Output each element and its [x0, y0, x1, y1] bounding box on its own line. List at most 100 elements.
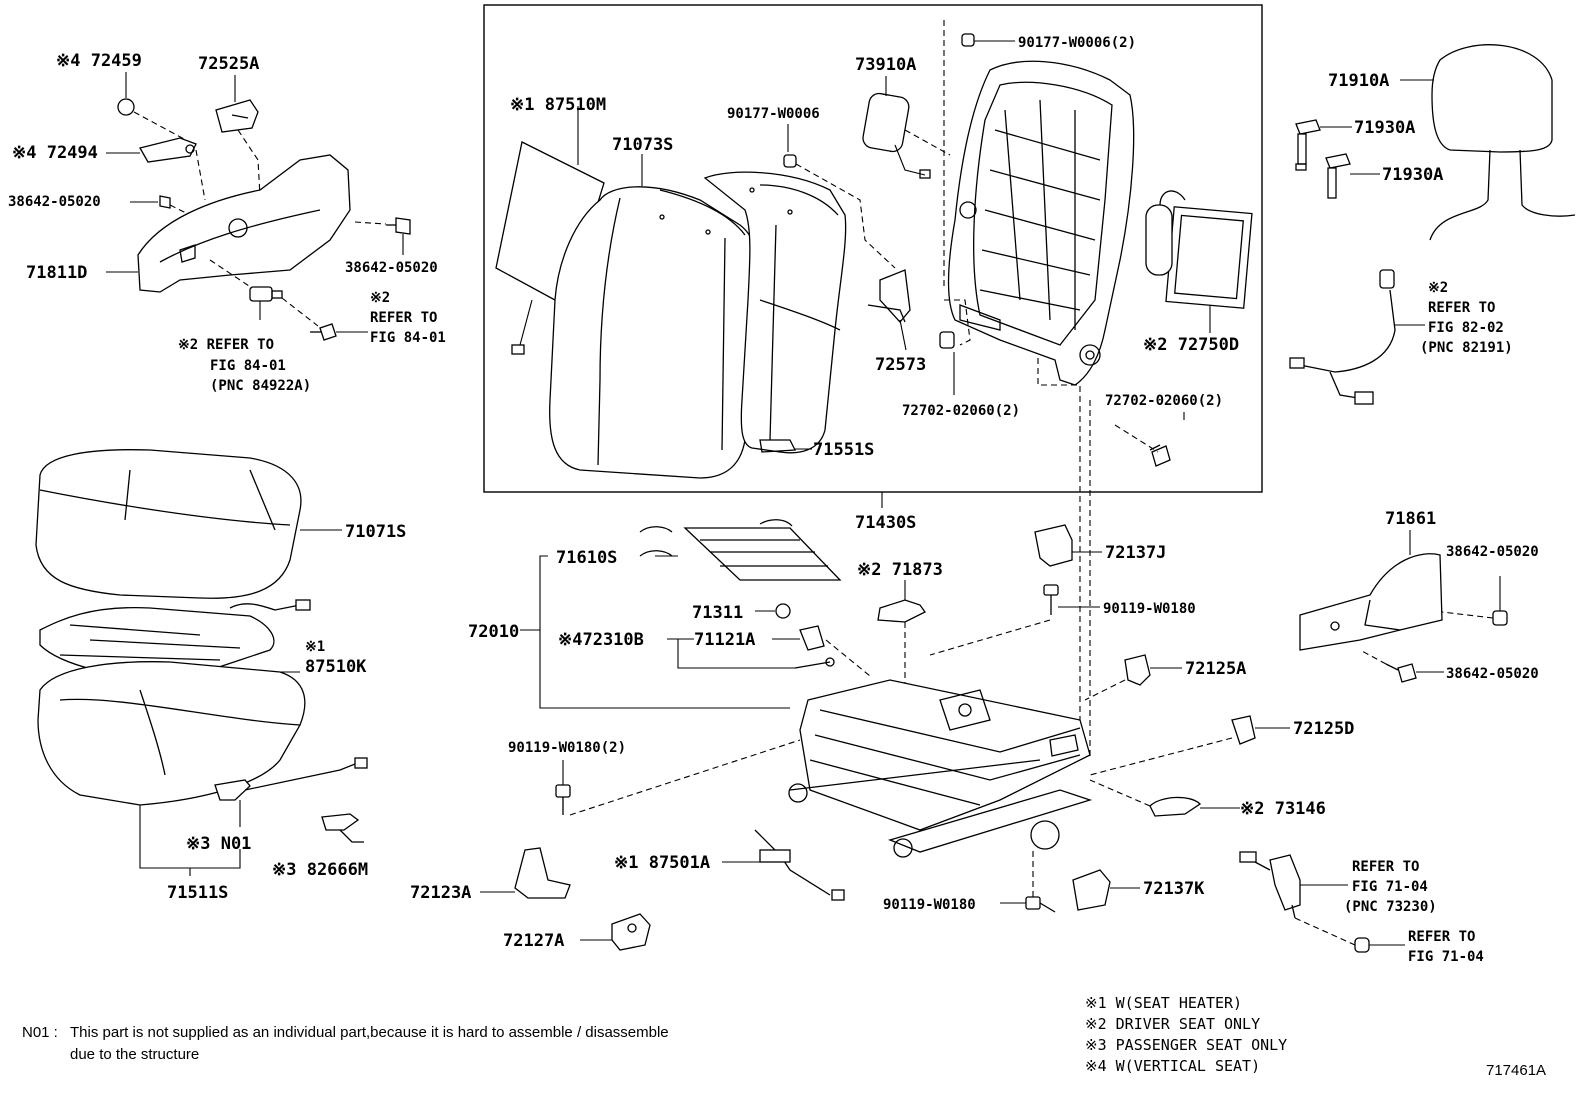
label-ref8401-2: FIG 84-01 — [210, 358, 286, 374]
seatback-assembly-frame — [483, 4, 1263, 493]
bolt-72702-a — [939, 331, 955, 349]
label-ref8202-2: FIG 82-02 — [1428, 320, 1504, 336]
seat-heater-87510k — [39, 599, 311, 681]
harness-87501a — [754, 829, 845, 901]
label-71511s: 71511S — [167, 883, 228, 903]
figure-number: 717461A — [1486, 1062, 1547, 1079]
cover-72137k — [1072, 869, 1111, 911]
seat-cushion-pad — [37, 661, 306, 806]
label-72702-b: 72702-02060(2) — [1105, 393, 1223, 409]
cover-72123a — [514, 847, 571, 899]
seatback-frame — [947, 60, 1135, 386]
label-72459: ※4 72459 — [56, 51, 142, 71]
label-87510k-0: ※1 — [305, 639, 325, 655]
screw-38642-b — [386, 217, 411, 235]
label-87510m: ※1 87510M — [510, 95, 606, 115]
label-71430s: 71430S — [855, 513, 916, 533]
nut-90177-top — [961, 33, 975, 47]
note-4: ※4 W(VERTICAL SEAT) — [1085, 1057, 1260, 1075]
label-72127a: 72127A — [503, 931, 564, 951]
label-71930a-1: 71930A — [1354, 118, 1415, 138]
knob-72459 — [117, 98, 135, 116]
label-ref7104b-1: REFER TO — [1408, 929, 1475, 945]
lumbar-switch-73910a — [862, 92, 931, 179]
bracket-72125a — [1124, 654, 1151, 686]
label-71311: 71311 — [692, 603, 743, 623]
seat-cushion-cover-71071s — [35, 449, 302, 599]
seatbelt-buckle-73230 — [1239, 851, 1301, 919]
label-72525a: 72525A — [198, 54, 259, 74]
label-72702-a: 72702-02060(2) — [902, 403, 1020, 419]
bolt-90119-c — [1025, 896, 1056, 913]
label-90177-a: 90177-W0006 — [727, 106, 820, 122]
label-72573: 72573 — [875, 355, 926, 375]
label-71861: 71861 — [1385, 509, 1436, 529]
label-38642-b: 38642-05020 — [345, 260, 438, 276]
cover-71873 — [877, 599, 926, 623]
label-ref8202-3: (PNC 82191) — [1420, 340, 1513, 356]
label-72494: ※4 72494 — [12, 143, 98, 163]
recliner-cover-71811d — [137, 154, 351, 293]
label-ref8401b-1: REFER TO — [370, 310, 437, 326]
label-ref8401b-0: ※2 — [370, 290, 390, 306]
seat-shield-71861 — [1299, 553, 1443, 651]
bolt-90119-b — [555, 784, 571, 815]
label-82666m: ※3 82666M — [272, 860, 368, 880]
washer-71311 — [775, 603, 791, 619]
label-90119-c: 90119-W0180 — [883, 897, 976, 913]
label-n01: ※3 N01 — [186, 834, 251, 854]
note-2: ※2 DRIVER SEAT ONLY — [1085, 1015, 1260, 1033]
label-71930a-2: 71930A — [1382, 165, 1443, 185]
note-1: ※1 W(SEAT HEATER) — [1085, 994, 1242, 1012]
label-ref8401-1: ※2 REFER TO — [178, 337, 274, 353]
label-73910a: 73910A — [855, 55, 916, 75]
bolt-90119-a — [1043, 584, 1059, 615]
headrest-71910a — [1429, 44, 1576, 241]
label-71610s: 71610S — [556, 548, 617, 568]
connector-84922a — [249, 286, 283, 302]
label-71071s: 71071S — [345, 522, 406, 542]
label-72123a: 72123A — [410, 883, 471, 903]
label-72137k: 72137K — [1143, 879, 1205, 899]
note-3: ※3 PASSENGER SEAT ONLY — [1085, 1036, 1287, 1054]
bracket-72573 — [867, 269, 911, 323]
label-ref8202-0: ※2 — [1428, 280, 1448, 296]
label-ref8401-3: (PNC 84922A) — [210, 378, 311, 394]
label-72125a: 72125A — [1185, 659, 1246, 679]
cover-72127a — [611, 913, 651, 951]
cover-72525a — [215, 99, 259, 133]
bolt-72702-b — [1149, 444, 1171, 467]
lever-72494 — [139, 137, 197, 163]
label-38642-a: 38642-05020 — [8, 194, 101, 210]
seatback-cover — [549, 186, 759, 479]
label-71551s: 71551S — [813, 440, 874, 460]
spring-71610s — [639, 519, 842, 581]
side-airbag-72750d — [1145, 190, 1253, 309]
label-71073s: 71073S — [612, 135, 673, 155]
sensor-n01 — [214, 757, 368, 801]
label-90119-b: 90119-W0180(2) — [508, 740, 626, 756]
legend-notes: ※1 W(SEAT HEATER) ※2 DRIVER SEAT ONLY ※3… — [1085, 994, 1287, 1075]
label-87501a: ※1 87501A — [614, 853, 710, 873]
label-73146: ※2 73146 — [1240, 799, 1326, 819]
cover-72137j — [1034, 524, 1073, 567]
label-90119-a: 90119-W0180 — [1103, 601, 1196, 617]
cover-73146 — [1149, 796, 1202, 817]
label-ref7104-3: (PNC 73230) — [1344, 899, 1437, 915]
label-ref8401b-2: FIG 84-01 — [370, 330, 446, 346]
label-71121a: 71121A — [694, 630, 755, 650]
label-71873: ※2 71873 — [857, 560, 943, 580]
footnote-n01: N01 :This part is not supplied as an ind… — [22, 1022, 669, 1066]
label-ref7104b-2: FIG 71-04 — [1408, 949, 1484, 965]
headrest-guide-71930a-1 — [1295, 119, 1321, 171]
label-72310b: ※472310B — [558, 630, 644, 650]
link-71121a — [794, 625, 835, 669]
footnote-code: N01 : — [22, 1024, 58, 1041]
seat-adjuster-72010 — [788, 679, 1093, 858]
footnote-line-2: due to the structure — [70, 1046, 200, 1063]
label-38642-c: 38642-05020 — [1446, 544, 1539, 560]
label-38642-d: 38642-05020 — [1446, 666, 1539, 682]
label-71910a: 71910A — [1328, 71, 1389, 91]
